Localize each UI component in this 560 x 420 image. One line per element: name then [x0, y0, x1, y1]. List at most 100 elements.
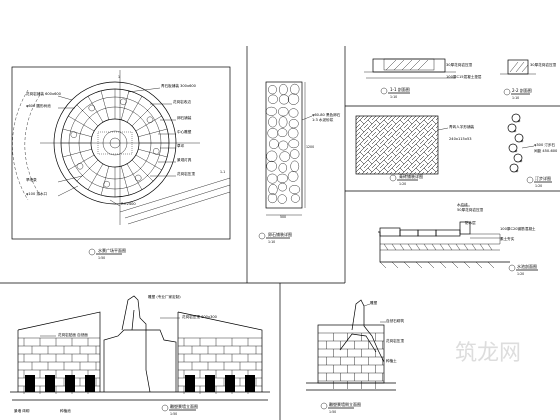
- stepping-gravel: [517, 119, 521, 123]
- planter-post: [185, 375, 195, 392]
- cobble-stone: [289, 185, 301, 194]
- brick-title: 青砖铺装详图: [399, 173, 423, 179]
- plan-callout-label: 草坪: [177, 143, 185, 148]
- cobble-stone: [277, 194, 287, 204]
- side-stone-coursing: [318, 332, 384, 389]
- pool-callout-4: 100厚C20钢筋混凝土: [500, 226, 536, 231]
- cobble-callout-1: φ60-80 黑色卵石: [312, 112, 341, 117]
- plan-spoke: [76, 159, 99, 182]
- cobble-stone: [278, 140, 289, 151]
- cobble-scale: 1:10: [268, 240, 275, 244]
- pool-callout-1: 水位线: [457, 202, 468, 207]
- edge-callout-1: 30厚花岗岩压顶: [446, 62, 473, 67]
- cobble-stone: [278, 163, 288, 173]
- cobble-stone: [266, 150, 278, 162]
- cobble-stone: [267, 128, 279, 139]
- elevation-scale: 1:50: [170, 412, 177, 416]
- plan-tree-pit: [120, 98, 127, 106]
- plan-callout-label: 旱喷泉: [26, 177, 37, 182]
- stepping-gravel: [514, 149, 518, 153]
- side-elevation-scale: 1:50: [329, 410, 336, 414]
- pool-callout-5: 素土夯实: [500, 236, 515, 241]
- pool-section-detail: 水位线 50厚花岗岩压顶 防水层 100厚C20钢筋混凝土 素土夯实 水池剖面图…: [378, 202, 538, 276]
- planter-post: [225, 375, 235, 392]
- plan-leader: [57, 95, 73, 101]
- plan-leader: [127, 87, 161, 93]
- plan-spoke: [100, 90, 109, 120]
- planter-post: [65, 375, 75, 392]
- cobble-stone: [276, 173, 288, 183]
- stepping-stone: [508, 143, 518, 153]
- plan-spoke: [131, 159, 154, 182]
- plan-radial-spokes: [61, 89, 169, 197]
- plan-spoke: [126, 96, 143, 123]
- stepping-gravel: [520, 139, 524, 143]
- cobble-stone: [289, 149, 300, 159]
- elevation-title: 雕塑景墙立面图: [170, 403, 198, 409]
- plan-leader: [57, 185, 79, 197]
- cobble-stone: [287, 128, 299, 139]
- plan-callout-label: 花岗岩压顶: [177, 171, 195, 176]
- brick-callout-2: 240x115x53: [449, 137, 472, 141]
- pool-section-scale: 1:20: [517, 272, 524, 276]
- cobble-stone: [279, 84, 288, 96]
- cobble-stone: [287, 171, 299, 182]
- elevation-planter-posts: [25, 375, 255, 392]
- plan-tree-pit: [76, 163, 84, 170]
- plan-callout-label: 中心雕塑: [177, 129, 192, 134]
- elev-callout-4: 景墙 砖砌: [14, 408, 30, 413]
- plan-spoke: [138, 149, 168, 158]
- plan-leader: [57, 175, 83, 183]
- watermark-text: 筑龙网: [455, 341, 521, 366]
- cobble-stone: [265, 106, 277, 116]
- cobble-stone: [269, 139, 279, 149]
- plan-title: 水景广场平面图: [98, 247, 126, 253]
- cobble-stone: [267, 193, 278, 204]
- stepping-callout-2: 间距 450-600: [534, 148, 558, 153]
- plan-tree-pit: [135, 174, 142, 182]
- cobble-dim-width: 500: [280, 215, 286, 219]
- cobble-stone: [278, 182, 287, 192]
- edge2-callout: 30厚花岗岩压顶: [530, 62, 557, 67]
- cobble-stone: [278, 116, 288, 128]
- brick-scale: 1:20: [399, 182, 406, 186]
- plan-section-mark: 1-1: [220, 170, 225, 174]
- cobble-stone: [288, 108, 299, 118]
- plan-spoke: [100, 166, 109, 196]
- cobble-stone: [268, 184, 278, 196]
- plan-spoke: [87, 163, 104, 190]
- cobble-stone: [268, 85, 277, 95]
- planter-post: [25, 375, 35, 392]
- edge-section-scale: 1:10: [390, 95, 397, 99]
- plan-callout-label: 花岗岩收边: [173, 99, 191, 104]
- stepping-detail: φ300 汀步石 间距 450-600 汀步详图 1:20: [507, 113, 558, 188]
- pool-section-title: 水池剖面图: [517, 263, 537, 269]
- stepping-stones: [507, 113, 524, 173]
- cobble-stone: [288, 139, 300, 149]
- side-elevation-view: 雕塑 自然石砌筑 花岗岩压顶 种植土 雕塑景墙侧立面图 1:50: [306, 299, 404, 414]
- plan-callout-label: 卵石铺装: [177, 115, 192, 120]
- brick-detail: 青砖人字形铺装 240x115x53 青砖铺装详图 1:20: [355, 115, 475, 186]
- plan-callout-label: 景观灯具: [177, 157, 192, 162]
- plan-callout-label: φ600 圆形树池: [26, 103, 51, 108]
- planter-post: [245, 375, 255, 392]
- plan-spoke: [62, 128, 92, 137]
- plan-spoke: [135, 115, 162, 132]
- edge-section-detail: 30厚花岗岩压顶 100厚C15混凝土垫层 1-1 剖面图 1:10 30厚花岗…: [364, 58, 557, 100]
- plan-scale: 1:50: [98, 256, 105, 260]
- plan-tree-pit: [103, 180, 110, 188]
- cobble-stone: [290, 160, 300, 173]
- plan-tree-pit: [70, 131, 78, 138]
- cobble-stone: [267, 173, 278, 184]
- side-callout-3: 花岗岩压顶: [386, 338, 404, 343]
- stepping-stone: [507, 123, 517, 133]
- plan-tree-pit: [88, 104, 95, 112]
- cobble-stone: [268, 94, 278, 104]
- side-callout-1: 雕塑: [370, 300, 378, 305]
- side-elevation-title: 雕塑景墙侧立面图: [329, 401, 361, 407]
- stepping-gravel: [513, 129, 517, 133]
- side-callout-2: 自然石砌筑: [386, 318, 404, 323]
- cobble-stone: [266, 160, 277, 172]
